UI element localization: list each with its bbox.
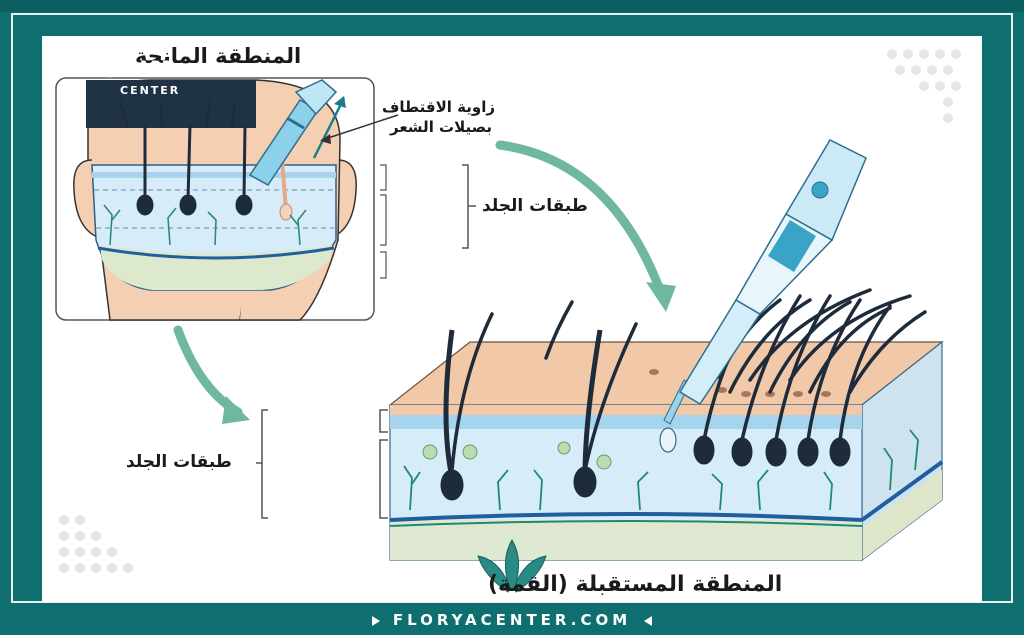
brand-leaf-icon [477,539,547,593]
donor-area-inset [55,77,387,321]
recipient-skin-block [388,288,944,562]
footer-bar: FLORYACENTER.COM [0,605,1024,635]
extraction-angle-label-line1: زاوية الاقتطاف [382,98,495,116]
skin-layers-label-top: طبقات الجلد [482,196,588,216]
donor-area-title: المنطقة المانحة [135,44,302,68]
recipient-area-title: المنطقة المستقبلة (القمة) [488,572,783,597]
brand-logo-sub: CENTER [120,84,181,97]
dots-decoration-top-right [887,49,961,123]
brand-logo: FLORYA [66,58,178,83]
extraction-angle-label-line2: بصيلات الشعر [390,118,493,136]
dots-decoration-bottom-left [59,515,133,573]
implanter-pen-icon [663,139,867,425]
footer-website-link[interactable]: FLORYACENTER.COM [392,611,632,629]
skin-layers-label-left: طبقات الجلد [126,452,232,472]
extraction-pen-icon [248,79,338,186]
